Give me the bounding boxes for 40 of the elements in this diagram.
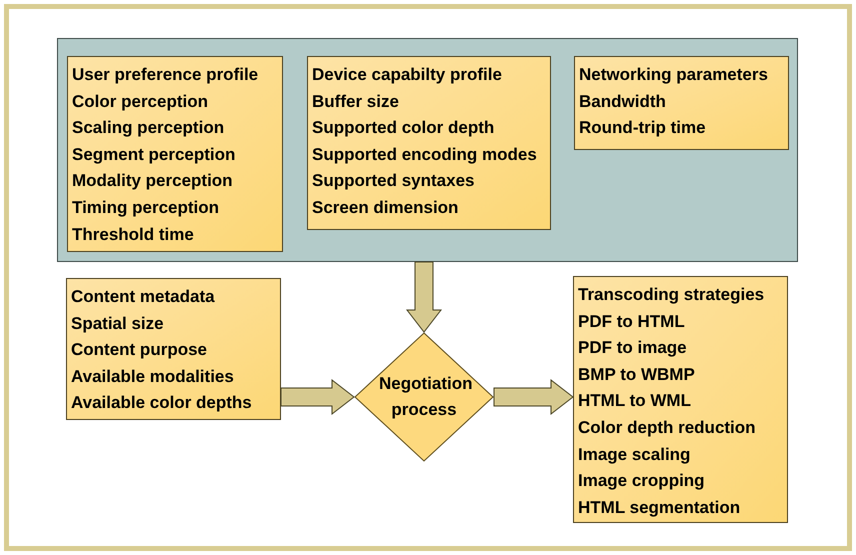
list-item: Modality perception <box>72 170 234 192</box>
list-item: Content purpose <box>71 339 208 362</box>
list-item: Supported color depth <box>312 117 496 140</box>
list-item: Scaling perception <box>72 117 226 140</box>
list-item: Screen dimension <box>312 196 460 219</box>
block-arrow <box>494 378 574 416</box>
list-item: BMP to WBMP <box>578 364 696 386</box>
list-item: HTML segmentation <box>578 496 742 519</box>
list-box <box>307 56 551 230</box>
list-item: Round-trip time <box>579 117 707 140</box>
list-item: Color perception <box>72 90 210 113</box>
list-item: HTML to WML <box>578 390 692 412</box>
list-box <box>66 278 281 420</box>
list-item: Spatial size <box>71 312 165 335</box>
list-item: Color depth reduction <box>578 416 757 439</box>
list-box <box>573 276 788 523</box>
list-item: Timing perception <box>72 196 220 219</box>
box-heading: Device capabilty profile <box>312 64 503 86</box>
box-heading: Content metadata <box>71 286 216 308</box>
list-item: Supported encoding modes <box>312 144 538 166</box>
decision-label: Negotiation process <box>379 373 469 421</box>
box-heading: Networking parameters <box>579 64 769 86</box>
list-box <box>574 56 789 150</box>
list-item: Image scaling <box>578 444 692 466</box>
box-heading: User preference profile <box>72 64 260 86</box>
list-item: Available color depths <box>71 392 253 414</box>
list-item: PDF to HTML <box>578 310 686 333</box>
box-heading: Transcoding strategies <box>578 284 766 306</box>
list-item: Buffer size <box>312 90 400 113</box>
group-panel <box>57 38 798 262</box>
block-arrow <box>280 378 355 416</box>
list-item: PDF to image <box>578 337 688 360</box>
list-item: Available modalities <box>71 366 235 388</box>
block-arrow <box>406 262 442 333</box>
list-item: Segment perception <box>72 144 236 166</box>
list-box <box>67 56 283 252</box>
list-item: Threshold time <box>72 224 195 246</box>
list-item: Supported syntaxes <box>312 170 476 192</box>
list-item: Image cropping <box>578 470 706 492</box>
list-item: Bandwidth <box>579 90 667 113</box>
